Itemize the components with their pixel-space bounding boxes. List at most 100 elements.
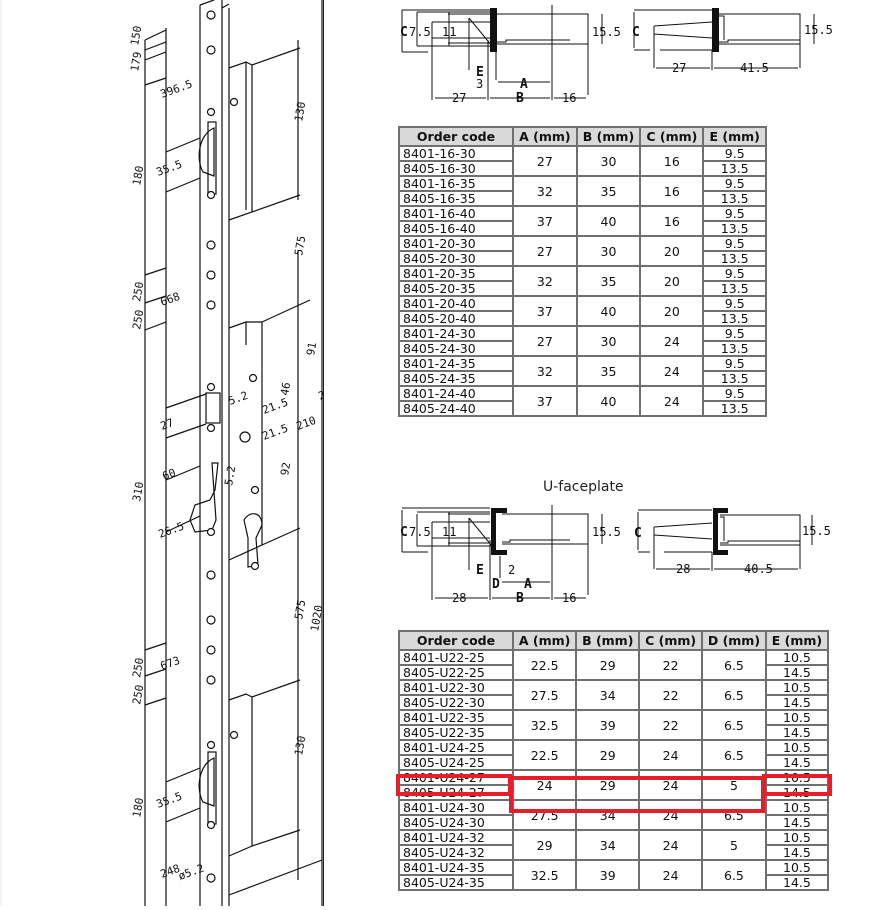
label-a: A — [524, 577, 532, 592]
lock-drawing-panel: 150 179 396.5 180 35.5 250 668 250 27 60… — [0, 0, 346, 906]
label-d: D — [492, 577, 500, 592]
order-code-cell: 8405-U22-25 — [398, 664, 514, 681]
order-code-cell: 8405-U22-35 — [398, 724, 514, 741]
c-value-cell: 24 — [638, 859, 703, 891]
c-value-cell: 16 — [639, 145, 705, 177]
b-value-cell: 34 — [575, 679, 641, 711]
label-16: 16 — [562, 91, 576, 105]
c-value-cell: 20 — [639, 235, 705, 267]
flat-faceplate-section-diagram: C 7.5 11 15.5 E 3 A B 27 16 — [400, 5, 621, 106]
label-27: 27 — [452, 91, 466, 105]
e-value-cell: 9.5 — [702, 235, 767, 252]
dim-26-5: 26.5 — [157, 520, 186, 541]
e-value-cell: 9.5 — [702, 295, 767, 312]
e-value-cell: 10.5 — [764, 799, 830, 816]
a-value-cell: 24 — [511, 769, 578, 801]
e-value-cell: 14.5 — [764, 694, 830, 711]
label-a: A — [520, 77, 528, 92]
dim-35-5-top: 35.5 — [155, 158, 184, 179]
e-value-cell: 13.5 — [702, 190, 767, 207]
b-value-cell: 30 — [575, 235, 642, 267]
dim-5-2-top: 5.2 — [227, 389, 250, 408]
c-value-cell: 20 — [639, 265, 705, 297]
label-11: 11 — [442, 525, 456, 539]
c-value-cell: 16 — [639, 205, 705, 237]
order-code-cell: 8405-16-40 — [398, 220, 514, 237]
a-value-cell: 27 — [512, 235, 578, 267]
col-d: D (mm) — [700, 630, 767, 651]
d-value-cell: 5 — [700, 829, 767, 861]
u-faceplate-order-table: Order code A (mm) B (mm) C (mm) D (mm) E… — [398, 630, 830, 891]
order-code-cell: 8401-U24-35 — [398, 859, 514, 876]
b-value-cell: 29 — [575, 769, 641, 801]
label-27: 27 — [672, 61, 686, 75]
d-value-cell: 6.5 — [700, 679, 767, 711]
order-code-cell: 8405-U24-32 — [398, 844, 514, 861]
label-15-5: 15.5 — [802, 524, 831, 538]
a-value-cell: 32.5 — [511, 859, 578, 891]
b-value-cell: 35 — [575, 175, 642, 207]
b-value-cell: 30 — [575, 325, 642, 357]
c-value-cell: 24 — [638, 769, 703, 801]
c-value-cell: 24 — [638, 799, 703, 831]
e-value-cell: 9.5 — [702, 355, 767, 372]
b-value-cell: 34 — [575, 829, 641, 861]
c-value-cell: 16 — [639, 175, 705, 207]
dim-179: 179 — [128, 51, 144, 73]
dim-21-5-a: 21.5 — [261, 396, 290, 417]
a-value-cell: 27 — [512, 145, 578, 177]
col-a: A (mm) — [512, 126, 578, 147]
highlight-order-code — [396, 774, 512, 796]
col-a: A (mm) — [511, 630, 578, 651]
label-7-5: 7.5 — [409, 25, 431, 39]
flat-faceplate-order-table: Order code A (mm) B (mm) C (mm) E (mm) 8… — [398, 126, 767, 417]
table-header-row: Order code A (mm) B (mm) C (mm) D (mm) E… — [398, 630, 830, 651]
panel-edge — [0, 0, 2, 906]
b-value-cell: 40 — [575, 295, 642, 327]
b-value-cell: 29 — [575, 649, 641, 681]
c-value-cell: 24 — [639, 355, 705, 387]
b-value-cell: 34 — [575, 799, 641, 831]
dim-180-bottom: 180 — [130, 797, 146, 819]
dim-130-bottom: 130 — [292, 735, 308, 757]
order-code-cell: 8405-24-40 — [398, 400, 514, 417]
order-code-cell: 8405-U24-25 — [398, 754, 514, 771]
b-value-cell: 39 — [575, 709, 641, 741]
dim-46: 46 — [278, 381, 293, 396]
a-value-cell: 37 — [512, 385, 578, 417]
dim-250-a: 250 — [130, 281, 146, 303]
dim-60: 60 — [161, 466, 178, 483]
label-15-5: 15.5 — [592, 25, 621, 39]
order-code-cell: 8401-U24-32 — [398, 829, 514, 846]
dim-5-2-bottom: 5.2 — [222, 465, 238, 487]
d-value-cell: 6.5 — [700, 739, 767, 771]
dim-396-5: 396.5 — [159, 77, 195, 101]
b-value-cell: 35 — [575, 355, 642, 387]
d-value-cell: 6.5 — [700, 859, 767, 891]
dim-35-5-bottom: 35.5 — [155, 790, 184, 811]
panel-divider — [323, 0, 324, 906]
table-row: 8405-16-40 13.5 — [398, 220, 767, 237]
e-value-cell: 10.5 — [764, 709, 830, 726]
label-c: C — [634, 526, 642, 541]
e-value-cell: 13.5 — [702, 220, 767, 237]
dim-210: 210 — [295, 414, 318, 433]
label-28: 28 — [452, 591, 466, 605]
order-code-cell: 8401-20-30 — [398, 235, 514, 252]
e-value-cell: 14.5 — [764, 724, 830, 741]
c-value-cell: 24 — [639, 325, 705, 357]
